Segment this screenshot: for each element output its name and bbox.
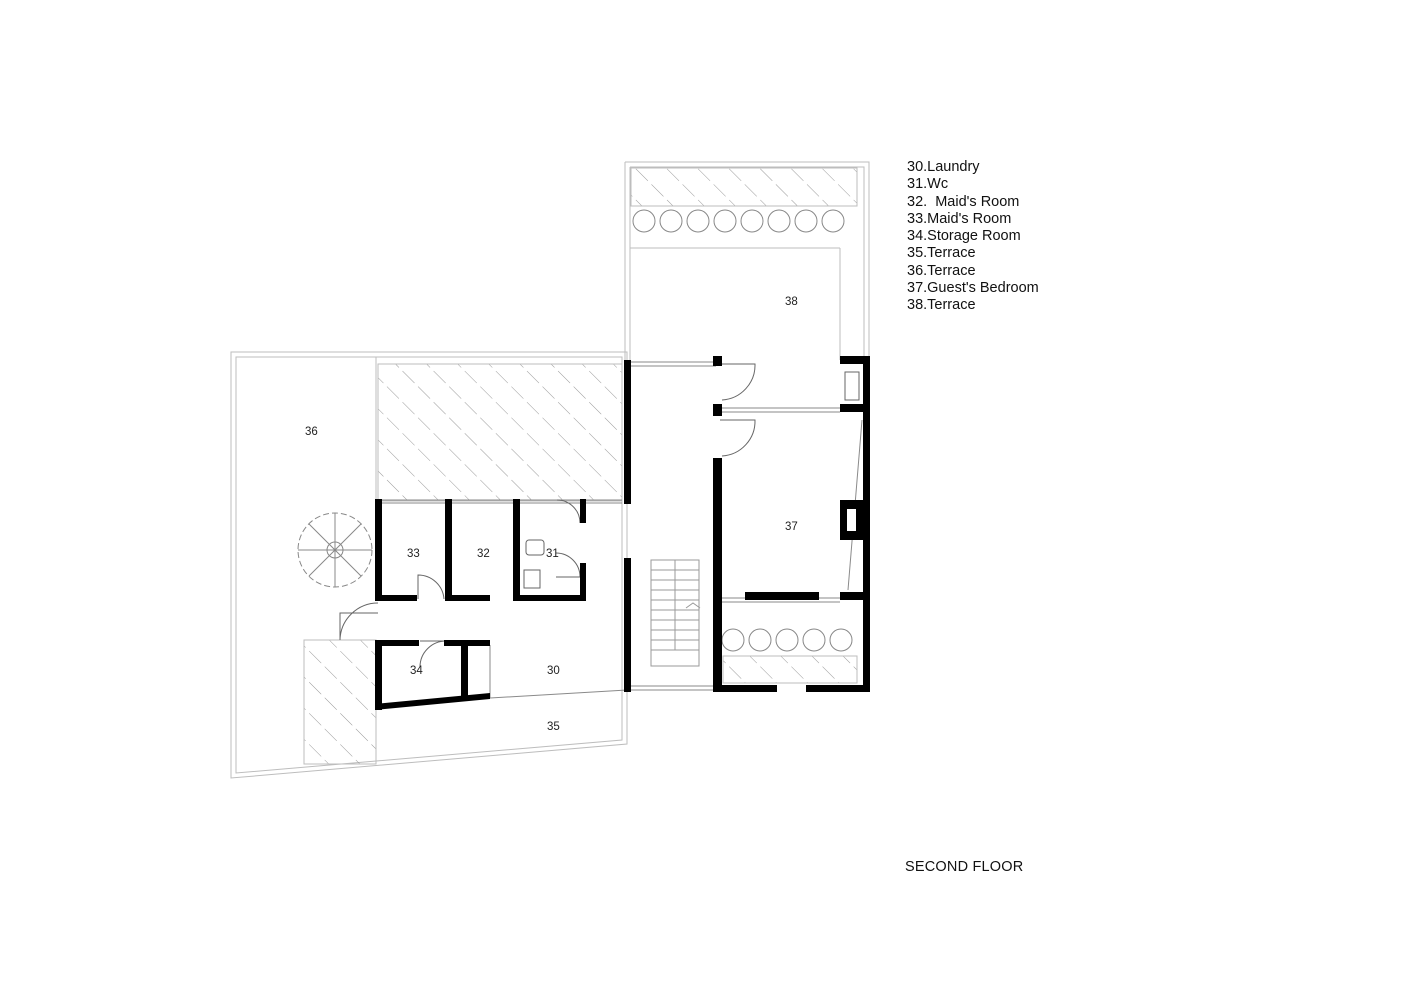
room-label-30: 30 (547, 665, 560, 677)
legend-item-laundry: 30.Laundry (907, 159, 980, 175)
room-labels: 36 38 37 33 32 31 34 30 35 (305, 296, 798, 733)
outline-left-wing (230, 351, 628, 779)
door-swings (339, 363, 860, 668)
legend-item-storage-room: 34.Storage Room (907, 228, 1021, 245)
planter-row-north (632, 209, 845, 233)
legend-item-terrace-38: 38.Terrace (907, 297, 976, 314)
niche-opening (847, 509, 856, 531)
hatched-void-south-west (303, 639, 377, 765)
room-label-36: 36 (305, 426, 318, 438)
outline-north-wing (624, 161, 870, 360)
legend-item-maids-room-32: 32. Maid's Room (907, 193, 1020, 210)
floor-caption: SECOND FLOOR (905, 859, 1024, 875)
room-legend: 30.Laundry 31.Wc 32. Maid's Room 33.Maid… (907, 159, 1039, 315)
hatched-void-courtyard (377, 363, 623, 502)
room-label-33: 33 (407, 548, 420, 560)
hatched-void-south-east (722, 655, 858, 684)
main-staircase (650, 559, 701, 667)
structural-walls (375, 356, 870, 710)
room-label-32: 32 (477, 548, 490, 560)
legend-item-terrace-36: 36.Terrace (907, 262, 976, 279)
room-label-34: 34 (410, 665, 423, 677)
spiral-stair (297, 512, 373, 588)
planter-row-south (721, 628, 853, 652)
hatched-void-north (630, 167, 858, 207)
room-label-35: 35 (547, 721, 560, 733)
legend-item-terrace-35: 35.Terrace (907, 245, 976, 262)
room-label-31: 31 (546, 548, 559, 560)
room-label-38: 38 (785, 296, 798, 308)
legend-item-guest-bedroom: 37.Guest's Bedroom (907, 280, 1039, 297)
legend-item-maids-room-33: 33.Maid's Room (907, 210, 1012, 227)
room-label-37: 37 (785, 521, 798, 533)
legend-item-wc: 31.Wc (907, 176, 949, 193)
